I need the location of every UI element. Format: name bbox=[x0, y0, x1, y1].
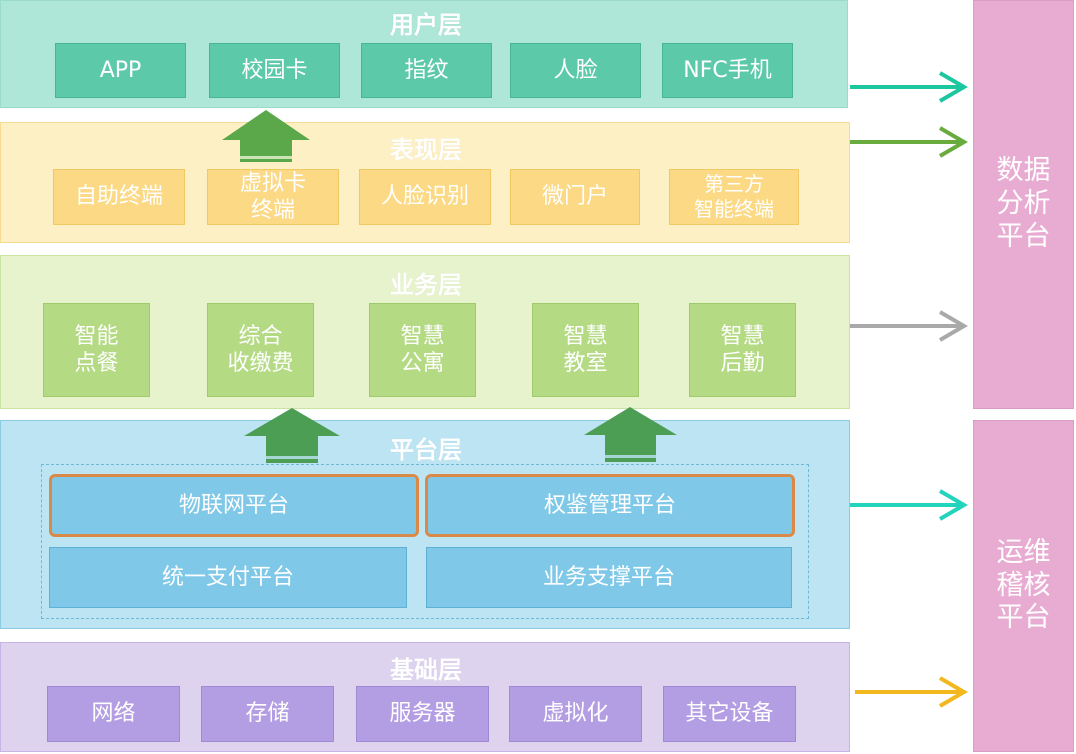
up-arrow-icon bbox=[584, 407, 677, 462]
platform-item-iot: 物联网平台 bbox=[49, 474, 419, 537]
platform-layer: 平台层 物联网平台 权鉴管理平台 统一支付平台 业务支撑平台 bbox=[0, 420, 850, 629]
presentation-item-virtual-card-terminal: 虚拟卡 终端 bbox=[207, 169, 339, 225]
presentation-item-self-service: 自助终端 bbox=[53, 169, 185, 225]
business-layer: 业务层 智能 点餐 综合 收缴费 智慧 公寓 智慧 教室 智慧 后勤 bbox=[0, 255, 850, 409]
right-arrow-icon bbox=[850, 126, 968, 158]
right-arrow-icon bbox=[850, 310, 968, 342]
user-item-campus-card: 校园卡 bbox=[209, 43, 340, 98]
presentation-item-third-party-terminal: 第三方 智能终端 bbox=[669, 169, 799, 225]
presentation-item-micro-portal: 微门户 bbox=[510, 169, 640, 225]
base-item-server: 服务器 bbox=[356, 686, 489, 742]
platform-group-frame bbox=[41, 464, 809, 619]
base-layer-title: 基础层 bbox=[390, 656, 462, 684]
data-analysis-platform: 数据 分析 平台 bbox=[973, 0, 1074, 409]
user-layer: 用户层 APP 校园卡 指纹 人脸 NFC手机 bbox=[0, 0, 848, 108]
platform-item-unified-payment: 统一支付平台 bbox=[49, 547, 407, 608]
platform-layer-title: 平台层 bbox=[390, 436, 462, 464]
up-arrow-icon bbox=[244, 408, 340, 463]
base-layer: 基础层 网络 存储 服务器 虚拟化 其它设备 bbox=[0, 642, 850, 752]
user-layer-title: 用户层 bbox=[390, 11, 462, 39]
user-item-face: 人脸 bbox=[510, 43, 641, 98]
platform-item-auth: 权鉴管理平台 bbox=[425, 474, 795, 537]
right-arrow-icon bbox=[850, 71, 968, 103]
presentation-layer-title: 表现层 bbox=[390, 136, 462, 164]
business-layer-title: 业务层 bbox=[390, 271, 462, 299]
right-arrow-icon bbox=[855, 676, 968, 708]
right-arrow-icon bbox=[850, 489, 968, 521]
up-arrow-icon bbox=[222, 110, 310, 162]
business-item-smart-ordering: 智能 点餐 bbox=[43, 303, 150, 397]
business-item-payment: 综合 收缴费 bbox=[207, 303, 314, 397]
user-item-fingerprint: 指纹 bbox=[361, 43, 492, 98]
base-item-storage: 存储 bbox=[201, 686, 334, 742]
presentation-item-face-recognition: 人脸识别 bbox=[359, 169, 491, 225]
presentation-layer: 表现层 自助终端 虚拟卡 终端 人脸识别 微门户 第三方 智能终端 bbox=[0, 122, 850, 243]
user-item-nfc-phone: NFC手机 bbox=[662, 43, 793, 98]
business-item-smart-apartment: 智慧 公寓 bbox=[369, 303, 476, 397]
ops-audit-platform: 运维 稽核 平台 bbox=[973, 420, 1074, 752]
platform-item-business-support: 业务支撑平台 bbox=[426, 547, 792, 608]
user-item-app: APP bbox=[55, 43, 186, 98]
business-item-smart-logistics: 智慧 后勤 bbox=[689, 303, 796, 397]
base-item-virtualization: 虚拟化 bbox=[509, 686, 642, 742]
base-item-other-devices: 其它设备 bbox=[663, 686, 796, 742]
base-item-network: 网络 bbox=[47, 686, 180, 742]
business-item-smart-classroom: 智慧 教室 bbox=[532, 303, 639, 397]
